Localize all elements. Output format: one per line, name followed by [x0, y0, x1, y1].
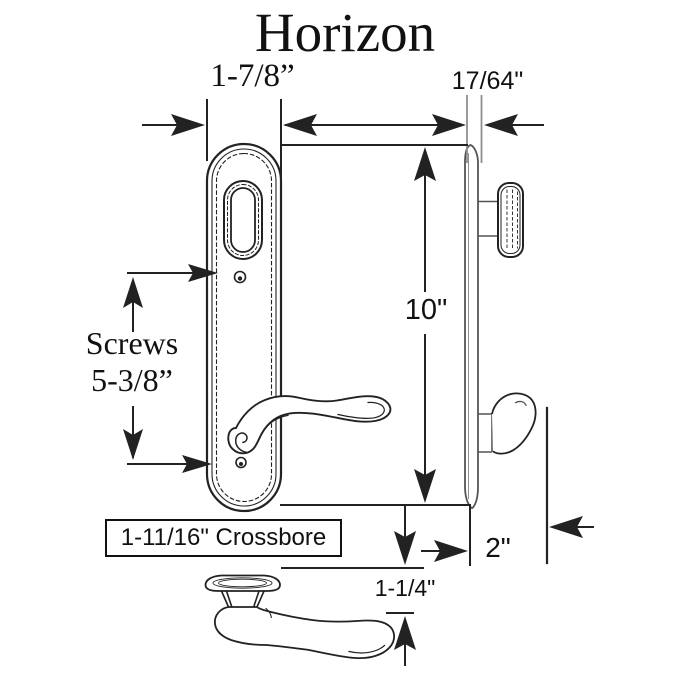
plate-inner-outline — [211, 148, 277, 507]
arrowhead-left-icon — [283, 114, 317, 136]
arrowhead-down-icon — [123, 429, 143, 460]
arrowhead-up-icon — [394, 616, 416, 650]
bottom-lever-outline — [214, 606, 395, 660]
lever-paddle-inner-line — [337, 401, 385, 420]
plate-width-label: 1-7/8” — [210, 58, 295, 94]
crossbore-callout-box: 1-11/16" Crossbore — [105, 519, 342, 557]
handle-offset-label: 1-1/4" — [374, 575, 436, 601]
thumbturn-knob — [497, 182, 524, 258]
side-lever-stem — [478, 413, 493, 453]
plate-dashed-outline — [215, 152, 273, 503]
arrowhead-down-icon — [414, 469, 436, 503]
bottom-paddle-inner-line — [348, 644, 386, 654]
arrowhead-right-icon — [432, 114, 466, 136]
thumbturn-bracket — [478, 200, 498, 237]
screw-spacing-label-line2: 5-3/8” — [91, 362, 173, 398]
plate-thickness-label: 17/64" — [451, 67, 524, 95]
thumbturn-knob-inner — [500, 186, 521, 254]
arrowhead-right-icon — [171, 114, 205, 136]
bottom-lever-notch — [265, 607, 272, 619]
cylinder-cutout-outer — [223, 180, 263, 260]
front-view-lever — [227, 395, 392, 469]
thumbturn-knurl-hatching — [506, 189, 518, 251]
screw-spacing-label: Screws 5-3/8” — [68, 325, 196, 399]
side-view-lever — [478, 392, 537, 455]
screw-spacing-label-line1: Screws — [85, 325, 179, 361]
side-plate-profile — [464, 144, 479, 509]
arrowhead-up-icon — [414, 147, 436, 181]
dim-handle-offset — [281, 504, 424, 666]
arrowhead-left-icon — [549, 516, 583, 538]
arrowhead-up-icon — [123, 277, 143, 308]
dim-plate-height — [280, 144, 469, 506]
side-lever-curl-mark — [514, 400, 527, 407]
plate-height-label: 10" — [404, 294, 448, 326]
crossbore-label: 1-11/16" Crossbore — [120, 524, 327, 551]
dim-screw-spacing — [123, 264, 218, 473]
extension-lines-gray — [466, 95, 483, 163]
lever-scroll-curl — [234, 432, 249, 454]
screw-top — [233, 270, 247, 284]
flange-opening — [218, 578, 267, 588]
dim-plate-thickness — [432, 95, 544, 163]
arrowhead-right-icon — [182, 455, 212, 473]
flange-rim-inner — [212, 577, 273, 589]
cylinder-cutout-dashed — [227, 184, 259, 256]
front-view-plate — [205, 142, 283, 513]
handle-projection-label: 2" — [485, 532, 511, 563]
bottom-view-lever — [204, 574, 395, 660]
dim-handle-projection — [421, 406, 594, 566]
side-view — [464, 144, 537, 509]
side-lever-hook — [491, 392, 537, 455]
thumbturn — [478, 182, 524, 258]
arrowhead-down-icon — [394, 531, 416, 565]
cylinder-cutout-inner — [230, 187, 256, 253]
stem-sides — [220, 589, 266, 609]
screw-bottom — [235, 456, 247, 469]
arrowhead-left-icon — [484, 114, 518, 136]
page-title: Horizon — [254, 2, 436, 63]
arrowhead-right-icon — [434, 540, 468, 562]
arrowhead-right-icon — [188, 264, 218, 282]
lever-neck-inner-line — [261, 414, 289, 434]
